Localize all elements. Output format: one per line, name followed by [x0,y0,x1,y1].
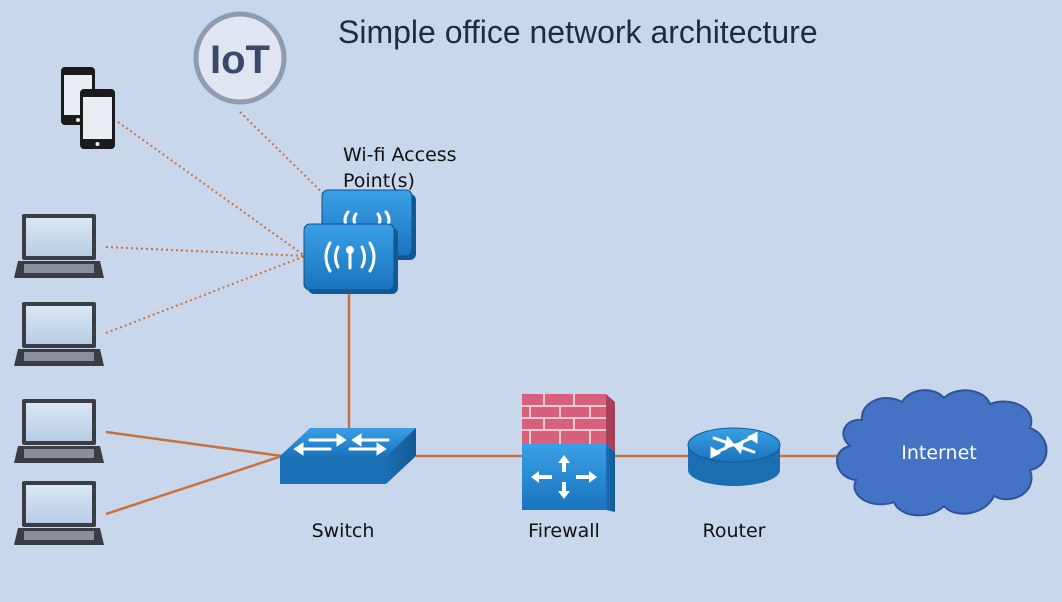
iot-icon: IoT [193,11,287,105]
firewall-icon [522,394,615,512]
page-title: Simple office network architecture [338,14,818,50]
link-laptop-3-switch [105,430,283,458]
laptop-icon [14,214,104,278]
wired-links [105,290,842,516]
link-laptop-4-switch [105,454,283,516]
switch-icon [280,428,416,484]
laptop-icon [14,302,104,366]
switch-label: Switch [312,520,375,542]
wireless-links [105,111,341,334]
access-point-icon [303,223,398,294]
router-label: Router [703,520,766,542]
internet-cloud-icon [836,389,1048,517]
wireless-link-phone [117,121,306,257]
router-icon [687,427,781,486]
iot-label: IoT [210,38,270,82]
firewall-label: Firewall [528,520,600,542]
smartphone-icon [80,89,115,149]
laptop-icon [14,481,104,545]
internet-label: Internet [901,442,976,464]
access-point-label-text: Wi-fi Access Point(s) [343,144,457,192]
wireless-link-laptop-1 [105,246,306,257]
laptop-icon [14,399,104,463]
wireless-link-laptop-2 [105,255,306,334]
access-point-label: Wi-fi Access Point(s) [343,142,473,194]
